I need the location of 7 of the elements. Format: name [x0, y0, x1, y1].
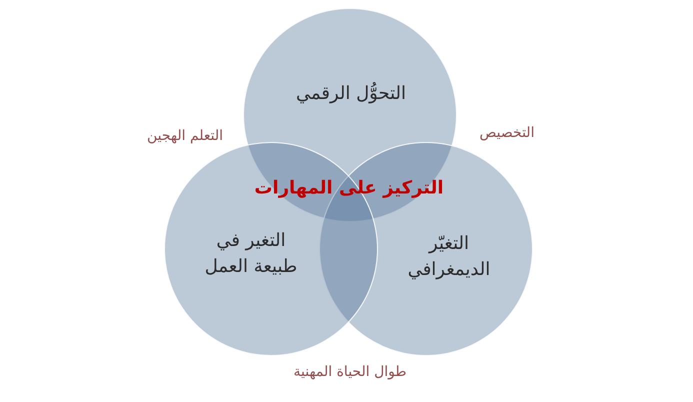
overlap-label: التخصيص — [480, 125, 534, 141]
overlap-label: التعلم الهجين — [146, 128, 224, 144]
circle-label: التحوُّل الرقمي — [294, 81, 408, 106]
circle-label: التغيّر الديمغرافي — [406, 232, 492, 282]
circle-label: التغير في طبيعة العمل — [204, 229, 298, 279]
overlap-label: طوال الحياة المهنية — [294, 364, 406, 380]
center-label: التركيز على المهارات — [254, 178, 444, 198]
